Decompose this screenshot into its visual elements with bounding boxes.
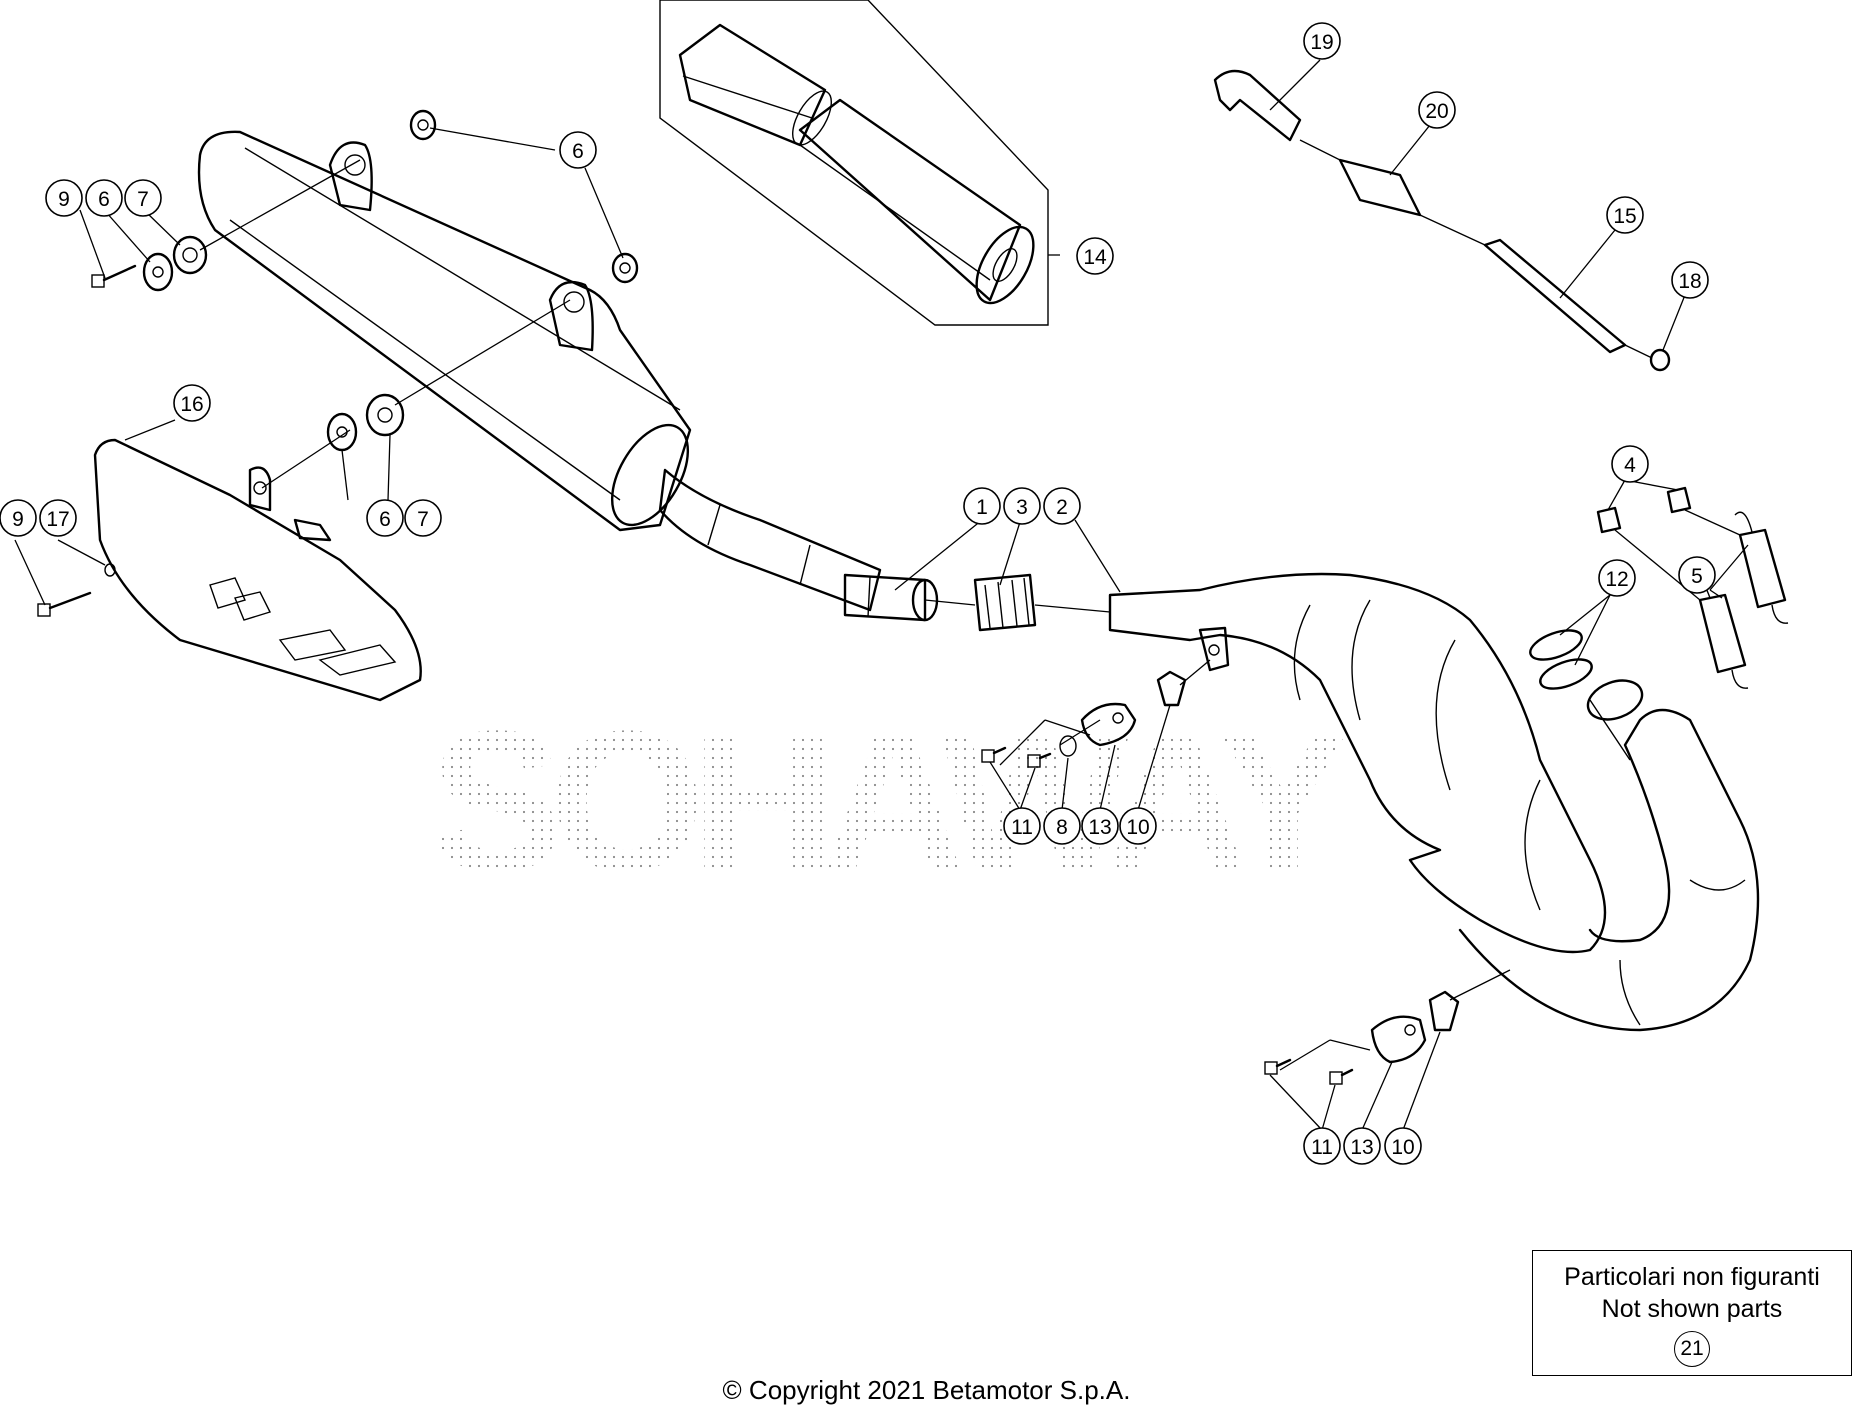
callout-4: 4	[1611, 445, 1649, 483]
svg-text:16: 16	[180, 393, 203, 416]
callout-6-top: 6	[559, 131, 597, 169]
inner-tube-2	[798, 98, 1035, 305]
tube-15	[1483, 238, 1627, 354]
fitting-20	[1338, 158, 1422, 217]
watermark: SOHAWAY	[430, 690, 1350, 913]
svg-text:14: 14	[1083, 246, 1107, 269]
svg-text:10: 10	[1391, 1136, 1414, 1159]
watermark-text: SOHAWAY	[430, 690, 1350, 913]
oring-12-a	[1529, 629, 1583, 661]
svg-text:6: 6	[98, 188, 110, 211]
callout-3: 3	[1003, 487, 1041, 525]
callout-9-top: 9	[45, 179, 83, 217]
callout-8: 8	[1043, 807, 1081, 845]
hose-19	[1213, 69, 1302, 142]
callout-15: 15	[1606, 196, 1644, 234]
expansion-chamber	[1108, 572, 1760, 1032]
svg-text:2: 2	[1056, 496, 1068, 519]
hardware	[37, 69, 1789, 1085]
bolt-9-left	[37, 591, 92, 617]
svg-text:19: 19	[1310, 31, 1333, 54]
svg-text:13: 13	[1088, 816, 1111, 839]
svg-text:1: 1	[976, 496, 988, 519]
inner-tube-1	[678, 23, 832, 147]
rubber-sleeve-3	[924, 573, 1111, 632]
callout-2: 2	[1043, 487, 1081, 525]
pipe-sleeve-1	[843, 573, 939, 622]
grommet-7-a	[172, 235, 208, 275]
callout-5: 5	[1678, 556, 1716, 594]
callout-13-upper: 13	[1081, 807, 1119, 845]
svg-text:9: 9	[12, 508, 24, 531]
callout-19: 19	[1303, 22, 1341, 60]
copyright-text: © Copyright 2021 Betamotor S.p.A.	[722, 1375, 1131, 1405]
grommet-7-b	[365, 393, 405, 437]
nut-4-a	[1596, 506, 1622, 534]
svg-text:8: 8	[1056, 816, 1068, 839]
callout-20: 20	[1418, 91, 1456, 129]
note-line-italian: Particolari non figuranti	[1564, 1263, 1820, 1291]
svg-text:7: 7	[417, 508, 429, 531]
callout-12: 12	[1598, 559, 1636, 597]
callout-leaders	[14, 59, 1749, 1131]
svg-text:6: 6	[572, 140, 584, 163]
svg-text:13: 13	[1350, 1136, 1373, 1159]
svg-text:4: 4	[1624, 454, 1636, 477]
spring-5-b	[1734, 511, 1789, 624]
svg-text:9: 9	[58, 188, 70, 211]
svg-text:6: 6	[379, 508, 391, 531]
svg-text:18: 18	[1678, 270, 1701, 293]
ring-18	[1649, 348, 1671, 372]
callout-16: 16	[173, 384, 211, 422]
callout-21: 21	[1674, 1331, 1710, 1367]
svg-text:20: 20	[1425, 100, 1448, 123]
oring-12-b	[1539, 658, 1593, 690]
washer-6-b	[409, 109, 437, 141]
copyright-footer: © Copyright 2021 Betamotor S.p.A.	[0, 1375, 1869, 1406]
mount-upper	[981, 659, 1211, 768]
note-line-english: Not shown parts	[1601, 1295, 1783, 1323]
svg-text:5: 5	[1691, 565, 1703, 588]
mount-lower	[1264, 969, 1511, 1085]
callout-17: 17	[39, 499, 77, 537]
callout-13-lower: 13	[1343, 1127, 1381, 1165]
callout-18: 18	[1671, 261, 1709, 299]
heat-shield-inner-box	[659, 0, 1049, 326]
svg-text:11: 11	[1011, 816, 1033, 839]
callout-1: 1	[963, 487, 1001, 525]
washer-6-c	[611, 252, 639, 284]
bolt-9-top	[91, 264, 137, 288]
washer-17	[104, 563, 116, 577]
callout-11-upper: 11	[1003, 807, 1041, 845]
washer-6-a	[142, 252, 174, 292]
washer-6-d	[326, 412, 358, 452]
callout-11-lower: 11	[1303, 1127, 1341, 1165]
spring-5-a	[1689, 576, 1749, 689]
callout-6-mid: 6	[366, 499, 404, 537]
callout-7-left: 7	[124, 179, 162, 217]
svg-text:3: 3	[1016, 496, 1028, 519]
silencer	[197, 130, 882, 612]
callout-10-upper: 10	[1119, 807, 1157, 845]
svg-text:17: 17	[46, 508, 69, 531]
not-shown-parts-box: Particolari non figuranti Not shown part…	[1532, 1250, 1852, 1376]
svg-text:7: 7	[137, 188, 149, 211]
callout-6-left: 6	[85, 179, 123, 217]
svg-text:11: 11	[1311, 1136, 1333, 1159]
callout-14: 14	[1076, 237, 1114, 275]
callouts: 1 3 2 4 5 6 6 7 6 7 8 9 9 10 10 11 11 12…	[0, 22, 1716, 1165]
svg-text:15: 15	[1613, 205, 1636, 228]
nut-4-b	[1666, 486, 1692, 514]
heat-guard	[93, 438, 422, 702]
svg-text:10: 10	[1126, 816, 1149, 839]
callout-7-mid: 7	[404, 499, 442, 537]
callout-9-left: 9	[0, 499, 37, 537]
svg-text:12: 12	[1605, 568, 1628, 591]
callout-10-lower: 10	[1384, 1127, 1422, 1165]
